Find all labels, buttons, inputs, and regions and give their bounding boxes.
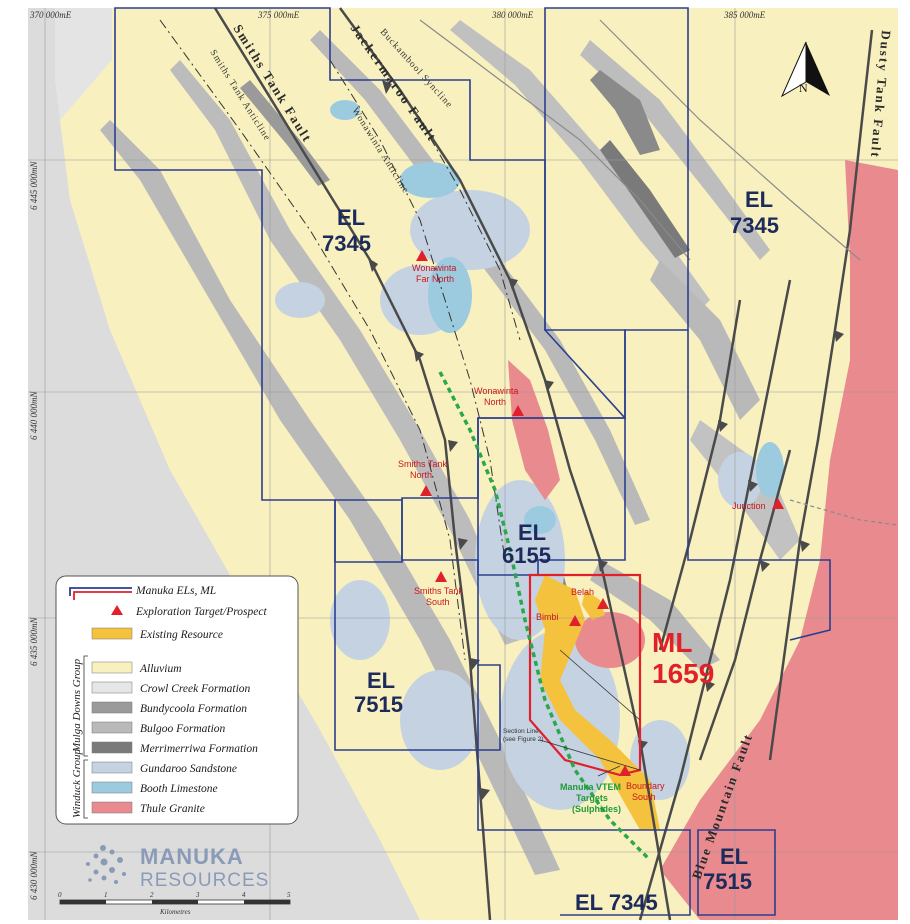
manuka-logo: MANUKA RESOURCES: [86, 844, 269, 891]
fold-axes: [159, 19, 521, 661]
svg-text:1: 1: [104, 891, 108, 899]
svg-text:Boundary: Boundary: [626, 781, 665, 791]
thin-lines: [419, 19, 899, 526]
easting-label: 380 000mE: [491, 10, 534, 20]
prospect-triangle: [512, 405, 524, 416]
svg-text:0: 0: [58, 891, 62, 899]
svg-text:RESOURCES: RESOURCES: [140, 870, 269, 891]
svg-text:3: 3: [195, 891, 200, 899]
cross-fault-line: [658, 299, 742, 651]
svg-text:Gundaroo Sandstone: Gundaroo Sandstone: [140, 763, 237, 775]
smiths-tank-fault-line: [213, 7, 492, 921]
el7345-east-label: 7345: [730, 213, 779, 238]
el7345-south-boundary: [477, 665, 691, 916]
svg-text:5: 5: [287, 891, 291, 899]
svg-text:North: North: [484, 397, 506, 407]
el7515-south-label: 7515: [703, 869, 752, 894]
vtem-label: Targets: [576, 793, 608, 803]
northing-label: 6 445 000mN: [29, 161, 39, 210]
annotations: Manuka VTEM Targets (Sulphides) Section …: [503, 728, 621, 814]
svg-text:Manuka ELs, ML: Manuka ELs, ML: [135, 585, 216, 597]
svg-text:South: South: [632, 792, 656, 802]
prospect-triangle: [416, 250, 428, 261]
svg-text:Crowl Creek Formation: Crowl Creek Formation: [140, 683, 251, 695]
prospect-triangle: [772, 498, 784, 509]
svg-text:South: South: [426, 597, 450, 607]
geology-units: [100, 20, 898, 920]
el7345-west-label: EL: [337, 205, 365, 230]
svg-text:Smiths Tank: Smiths Tank: [414, 586, 463, 596]
svg-text:Kilometres: Kilometres: [159, 908, 191, 916]
svg-text:Smiths Tank: Smiths Tank: [398, 459, 447, 469]
prospect-triangle: [597, 598, 609, 609]
svg-text:Wonawinta: Wonawinta: [412, 263, 456, 273]
svg-text:Booth Limestone: Booth Limestone: [140, 783, 218, 795]
vtem-label: Manuka VTEM: [560, 782, 621, 792]
ml1659-label: 1659: [652, 658, 714, 689]
easting-label: 370 000mE: [29, 10, 72, 20]
svg-text:N: N: [799, 81, 808, 95]
el7345-south-label: EL 7345: [575, 890, 658, 915]
legend-el-ml-symbol: [69, 587, 132, 600]
svg-text:2: 2: [150, 891, 154, 899]
el6155-label: EL: [518, 520, 546, 545]
grid-labels: 370 000mE 375 000mE 380 000mE 385 000mE …: [29, 10, 766, 900]
prospect-triangle: [619, 765, 631, 776]
el6155-boundary: [477, 417, 626, 576]
svg-text:Existing Resource: Existing Resource: [139, 629, 223, 641]
vtem-label: (Sulphides): [572, 804, 621, 814]
el7345-west-label: 7345: [322, 231, 371, 256]
section-line: [539, 649, 641, 771]
prospect-triangle: [435, 571, 447, 582]
svg-text:4: 4: [242, 891, 246, 899]
svg-text:Thule Granite: Thule Granite: [140, 803, 205, 815]
easting-label: 385 000mE: [723, 10, 766, 20]
legend-group-winduck: Winduck Group: [71, 749, 83, 818]
svg-text:Bulgoo Formation: Bulgoo Formation: [140, 723, 226, 735]
prospects: Wonawinta Far North Wonawinta North Smit…: [398, 250, 784, 802]
north-arrow-icon: N: [780, 41, 830, 98]
scale-bar: 0 1 2 3 4 5 Kilometres: [58, 891, 291, 916]
dusty-tank-fault-line: [768, 29, 874, 761]
northing-label: 6 430 000mN: [29, 851, 39, 900]
el7515-south-boundary: [697, 829, 776, 916]
legend-triangle-icon: [111, 605, 123, 615]
svg-text:Wonawinta: Wonawinta: [474, 386, 518, 396]
section-line-label: (see Figure 2): [503, 736, 543, 743]
svg-text:Merrimerriwa Formation: Merrimerriwa Formation: [139, 743, 258, 755]
svg-text:Exploration Target/Prospect: Exploration Target/Prospect: [135, 606, 267, 618]
svg-text:Bimbi: Bimbi: [536, 612, 559, 622]
northing-label: 6 435 000mN: [29, 617, 39, 666]
svg-text:Far North: Far North: [416, 274, 454, 284]
svg-text:Alluvium: Alluvium: [139, 663, 182, 675]
svg-text:Belah: Belah: [571, 587, 594, 597]
ml1659-label: ML: [652, 627, 692, 658]
prospect-triangle: [569, 615, 581, 626]
tenement-labels: EL 7345 EL 7345 EL 6155 EL 7515 EL 7515 …: [322, 187, 779, 915]
legend: Manuka ELs, ML Exploration Target/Prospe…: [55, 575, 299, 825]
svg-text:North: North: [410, 470, 432, 480]
tenement-boundaries: [114, 7, 831, 916]
jackermaroo-fault-line: [338, 7, 672, 921]
el7345-east-label: EL: [745, 187, 773, 212]
easting-label: 375 000mE: [257, 10, 300, 20]
section-line-label: Section Line: [503, 728, 539, 735]
el7345-east-boundary: [544, 7, 689, 421]
legend-group-mulga: Mulga Downs Group: [71, 658, 83, 753]
vtem-target-line: [438, 371, 652, 862]
el6155-label: 6155: [502, 543, 551, 568]
el7515-south-label: EL: [720, 844, 748, 869]
el7515-west-label: EL: [367, 668, 395, 693]
blue-mountain-fault-line: [638, 279, 792, 921]
prospect-triangle: [420, 485, 432, 496]
svg-text:Bundycoola Formation: Bundycoola Formation: [140, 703, 247, 715]
svg-text:MANUKA: MANUKA: [140, 844, 244, 869]
svg-text:Junction: Junction: [732, 501, 766, 511]
el7515-west-label: 7515: [354, 692, 403, 717]
northing-label: 6 440 000mN: [29, 391, 39, 440]
